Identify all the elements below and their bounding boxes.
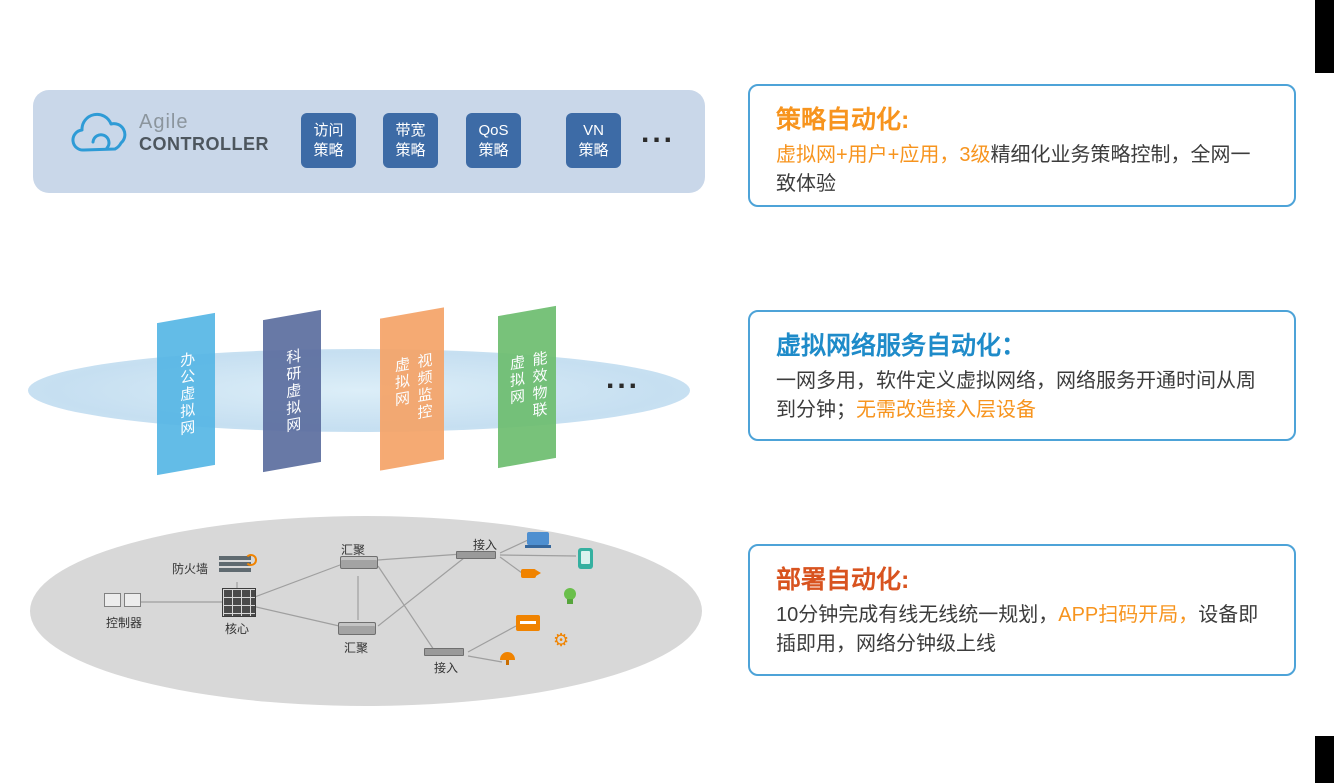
firewall-label: 防火墙 (172, 562, 209, 576)
aggregation-switch-icon (340, 556, 378, 569)
callout-deployment-automation: 部署自动化: 10分钟完成有线无线统一规划，APP扫码开局，设备即插即用，网络分… (748, 544, 1296, 676)
topology-links (125, 539, 577, 663)
vn-plane-label: 能效物联 虚拟网 (508, 349, 548, 421)
policy-tile-qos: QoS 策略 (466, 113, 521, 168)
callout-body: 虚拟网+用户+应用，3级精细化业务策略控制，全网一致体验 (776, 141, 1268, 199)
vn-plane-label: 视频监控 虚拟网 (393, 351, 433, 423)
agile-cloud-logo-icon (69, 110, 131, 165)
callout-segment: 虚拟网+用户+应用，3级 (776, 144, 991, 166)
vn-plane-office: 办公虚拟网 (157, 312, 215, 476)
laptop-icon (525, 532, 551, 548)
callout-segment: 一网多用，软件定义虚拟网络，网络服务开通时间从周到分钟； (776, 370, 1256, 421)
more-policies-ellipsis: ... (641, 116, 676, 149)
aggregation-switch-icon (338, 622, 376, 635)
callout-body: 10分钟完成有线无线统一规划，APP扫码开局，设备即插即用，网络分钟级上线 (776, 601, 1268, 659)
more-vn-ellipsis: ... (606, 362, 641, 395)
controller-panel: Agile CONTROLLER 访问 策略 带宽 策略 QoS 策略 VN 策… (33, 90, 705, 193)
callout-segment: APP扫码开局， (1058, 604, 1199, 626)
policy-tile-line1: QoS (478, 122, 509, 139)
vn-plane-research: 科研虚拟网 (263, 309, 321, 473)
policy-tile-line2: 策略 (395, 141, 426, 159)
vn-plane-label: 科研虚拟网 (284, 346, 302, 435)
virtual-network-layer-ellipse (28, 349, 690, 432)
callout-title: 策略自动化: (776, 106, 910, 134)
vn-plane-energy-iot: 能效物联 虚拟网 (498, 305, 556, 469)
brand-controller: CONTROLLER (139, 134, 269, 154)
vn-plane-label: 办公虚拟网 (178, 349, 196, 438)
controller-label: 控制器 (105, 616, 142, 630)
tablet-icon (578, 548, 593, 569)
callout-vn-service-automation: 虚拟网络服务自动化： 一网多用，软件定义虚拟网络，网络服务开通时间从周到分钟；无… (748, 310, 1296, 441)
policy-tile-line2: 策略 (578, 141, 609, 159)
black-edge-artifact-bottom (1315, 736, 1334, 783)
policy-tile-vn: VN 策略 (566, 113, 621, 168)
policy-tile-access: 访问 策略 (301, 113, 356, 168)
controller-device-icon (104, 593, 141, 607)
brand-wordmark: Agile CONTROLLER (139, 111, 269, 155)
physical-network-ellipse (30, 516, 702, 706)
policy-tile-line1: 带宽 (395, 122, 426, 139)
brand-agile: Agile (139, 111, 189, 133)
access-switch-icon (456, 551, 496, 559)
aggregation-top-label: 汇聚 (341, 543, 366, 557)
printer-icon (516, 615, 540, 631)
callout-body: 一网多用，软件定义虚拟网络，网络服务开通时间从周到分钟；无需改造接入层设备 (776, 367, 1268, 425)
access-switch-icon (424, 648, 464, 656)
dome-camera-icon (500, 652, 515, 665)
core-switch-icon (222, 588, 256, 617)
vn-plane-video-surveillance: 视频监控 虚拟网 (380, 307, 444, 471)
black-edge-artifact-top (1315, 0, 1334, 73)
callout-segment: 精细化业务策略控制，全网一致体验 (776, 144, 1251, 195)
callout-segment: 无需改造接入层设备 (856, 399, 1036, 421)
policy-tile-line2: 策略 (478, 141, 509, 159)
callout-policy-automation: 策略自动化: 虚拟网+用户+应用，3级精细化业务策略控制，全网一致体验 (748, 84, 1296, 207)
callout-segment: 设备即插即用，网络分钟级上线 (776, 604, 1259, 655)
gear-icon: ⚙ (553, 630, 570, 650)
callout-title: 虚拟网络服务自动化： (776, 332, 1027, 360)
core-label: 核心 (225, 622, 250, 636)
ip-camera-icon (521, 569, 541, 578)
smart-bulb-icon (564, 588, 576, 604)
policy-tile-line1: VN (583, 122, 604, 139)
policy-tile-line2: 策略 (313, 141, 344, 159)
callout-segment: 10分钟完成有线无线统一规划， (776, 604, 1059, 626)
access-top-label: 接入 (473, 538, 498, 552)
callout-title: 部署自动化: (776, 566, 910, 594)
policy-tile-bandwidth: 带宽 策略 (383, 113, 438, 168)
aggregation-bottom-label: 汇聚 (344, 641, 369, 655)
policy-tile-line1: 访问 (313, 122, 344, 139)
access-bottom-label: 接入 (434, 661, 459, 675)
firewall-icon (219, 554, 257, 574)
